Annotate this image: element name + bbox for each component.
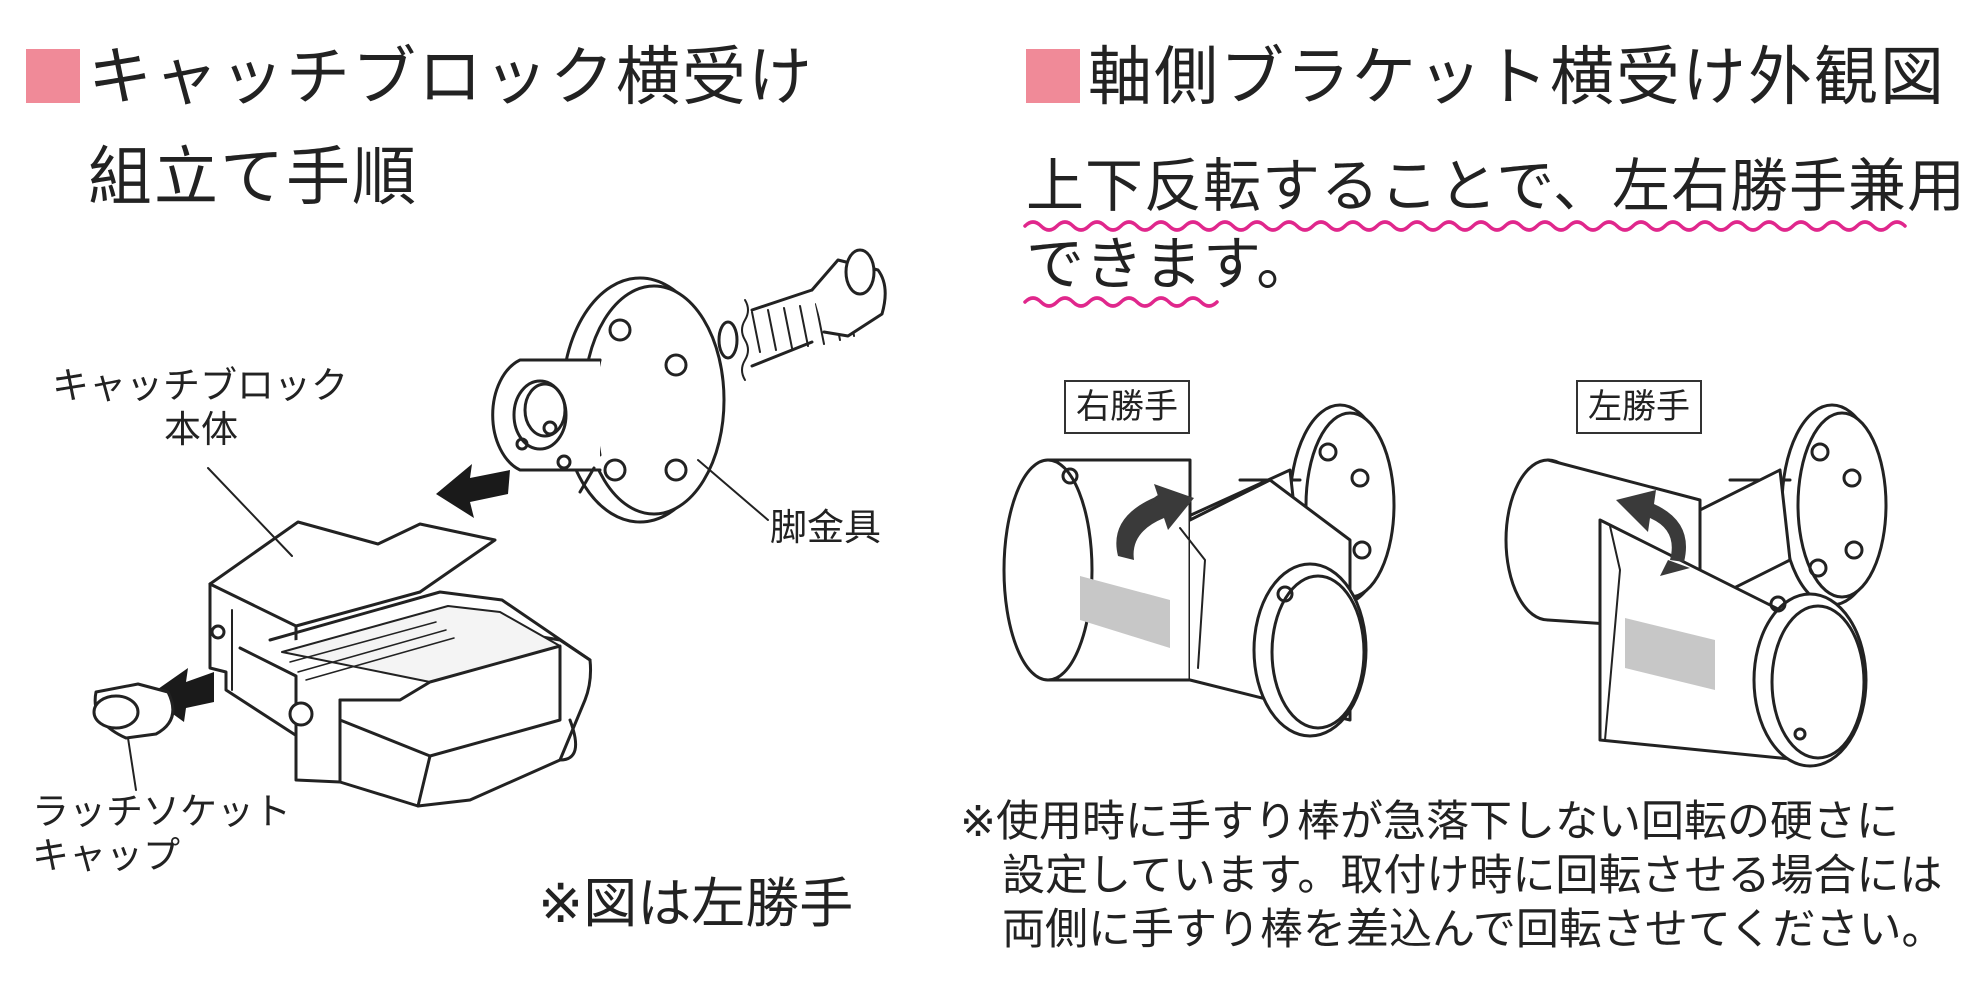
left-heading-line1: キャッチブロック横受け [88,41,814,115]
left-heading: キャッチブロック横受け [26,38,814,118]
leader-catch-block [207,467,293,557]
heading-marker-icon-2 [1026,49,1080,103]
leg-fitting-drawing [491,276,726,524]
right-lead-line2: できます。 [1026,230,1316,298]
screw-drawing [717,248,887,381]
callout-cap-line1: ラッチソケット [32,790,291,833]
right-note-line3: 両側に手すり棒を差込んで回転させてください。 [1002,905,1945,955]
rotation-arrow-icon [1116,484,1194,560]
latch-socket-cap-drawing [92,682,175,740]
assembly-arrow-icon-2 [148,668,214,722]
right-hand-bracket-drawing [1002,403,1396,738]
right-lead-line1: 上下反転することで、左右勝手兼用 [1026,152,1965,220]
left-hand-bracket-drawing [1504,403,1888,768]
right-note-line2: 設定しています。取付け時に回転させる場合には [1002,851,1943,901]
leader-leg-fitting [697,459,769,521]
heading-marker-icon [26,49,80,103]
tag-left-hand: 左勝手 [1576,380,1702,434]
lead-wavy-underline-1 [1023,220,1907,232]
tag-right-hand: 右勝手 [1064,380,1190,434]
left-footnote: ※図は左勝手 [538,872,854,935]
callout-cap-line2: キャップ [32,834,180,877]
leader-cap [127,737,137,791]
callout-leg-fitting: 脚金具 [770,506,881,549]
right-heading-text: 軸側ブラケット横受け外観図 [1088,41,1946,115]
catch-block-body-drawing [208,520,592,808]
rotation-arrow-icon-2 [1616,490,1690,576]
right-heading: 軸側ブラケット横受け外観図 [1026,38,1946,118]
lead-wavy-underline-2 [1023,296,1219,308]
assembly-arrow-icon [436,464,510,518]
right-note-line1: ※使用時に手すり棒が急落下しない回転の硬さに [960,797,1900,847]
left-heading-line2: 組立て手順 [88,141,418,215]
callout-catch-block-line2: 本体 [164,408,238,451]
callout-catch-block-line1: キャッチブロック [52,364,348,407]
